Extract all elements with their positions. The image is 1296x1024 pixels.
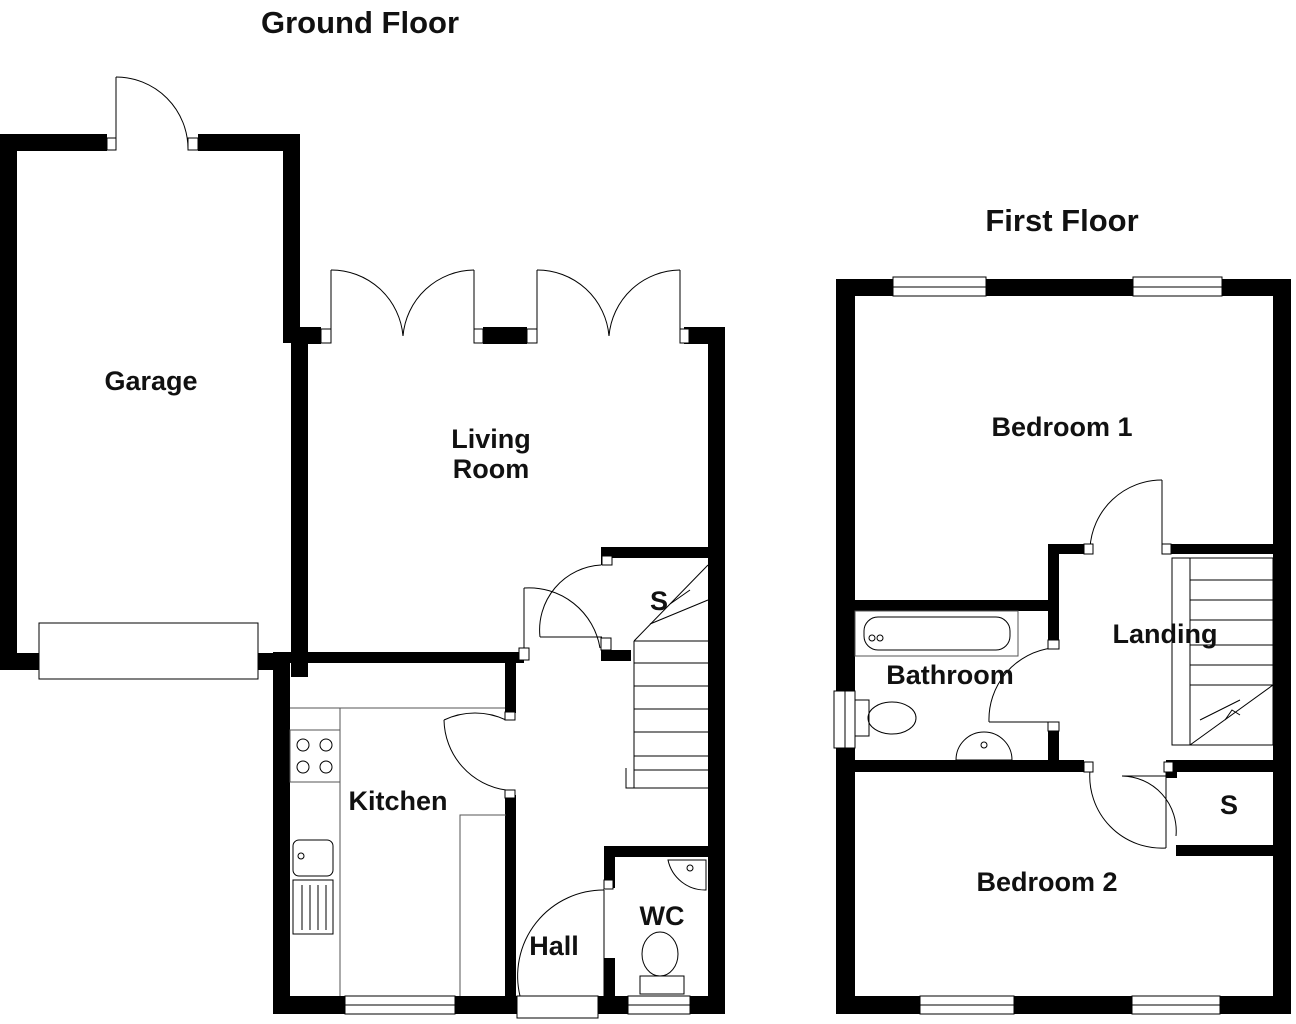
- garage-label: Garage: [104, 366, 197, 396]
- garage-rear-door: [106, 76, 199, 151]
- first-staircase: [1171, 557, 1274, 746]
- garage-walls: [0, 134, 300, 670]
- first-store-door: [1121, 775, 1177, 837]
- bathroom-fittings: [854, 610, 1019, 761]
- bathroom-door: [988, 639, 1060, 732]
- store-door: [539, 555, 613, 651]
- front-door: [517, 879, 614, 997]
- kitchen-door: [443, 711, 516, 799]
- first-floor-title: First Floor: [985, 203, 1138, 238]
- garage-door: [38, 622, 259, 680]
- ground-floor-plan: Garage Living Room Kitchen Hall WC S: [0, 76, 725, 1019]
- living-room-label-line1: Living: [451, 424, 531, 454]
- bedroom1-label: Bedroom 1: [991, 412, 1132, 442]
- ground-store-label: S: [650, 586, 668, 616]
- living-room-door: [518, 587, 601, 661]
- wc-label: WC: [640, 901, 685, 931]
- front-door-threshold: [516, 995, 599, 1019]
- living-room-french-doors: [320, 269, 690, 344]
- kitchen-fittings: [289, 707, 506, 996]
- bedroom1-door: [1083, 479, 1172, 555]
- first-floor-walls: [836, 279, 1291, 1014]
- house-walls: [273, 327, 725, 1014]
- ground-floor-title: Ground Floor: [261, 5, 459, 40]
- bedroom2-label: Bedroom 2: [976, 867, 1117, 897]
- first-floor-plan: Bedroom 1 Landing Bathroom Bedroom 2 S: [833, 276, 1291, 1015]
- hall-label: Hall: [529, 931, 579, 961]
- bathroom-label: Bathroom: [886, 660, 1014, 690]
- landing-label: Landing: [1113, 619, 1218, 649]
- kitchen-label: Kitchen: [348, 786, 447, 816]
- ground-staircase: [625, 564, 709, 789]
- living-room-label-line2: Room: [453, 454, 530, 484]
- wc-fittings: [639, 859, 707, 995]
- first-store-label: S: [1220, 790, 1238, 820]
- bedroom2-door: [1083, 761, 1174, 849]
